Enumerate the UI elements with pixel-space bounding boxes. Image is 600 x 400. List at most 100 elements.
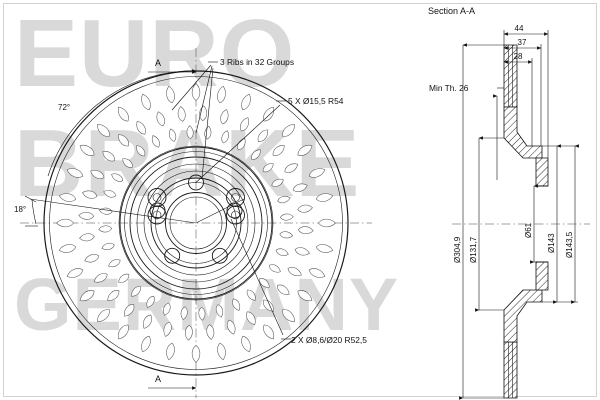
dim-outer-diameter-label: Ø304,9 xyxy=(453,236,462,263)
section-marker-bottom: A xyxy=(148,374,197,390)
sheet-border xyxy=(3,3,597,397)
cooling-vane xyxy=(308,268,326,278)
dim-flange-diameter-label: Ø143,5 xyxy=(565,231,574,258)
section-title: Section A-A xyxy=(428,6,475,16)
cooling-vane xyxy=(146,295,155,308)
dim-bore-diameter-label: Ø61 xyxy=(524,222,533,238)
cooling-vane xyxy=(163,302,171,316)
hat-transition-bottom xyxy=(503,289,543,343)
cooling-vane xyxy=(118,273,130,283)
cooling-vane xyxy=(308,168,326,178)
min-thickness-dimension: Min Th. 26 xyxy=(429,83,504,180)
cooling-vane xyxy=(279,213,294,221)
cooling-vane xyxy=(282,124,295,137)
cooling-vane xyxy=(117,324,129,340)
cooling-vane xyxy=(206,324,215,340)
cooling-vane xyxy=(315,244,334,253)
cooling-vane xyxy=(282,309,295,322)
cooling-vane xyxy=(318,218,336,228)
cooling-vane xyxy=(156,111,165,127)
cooling-vane xyxy=(168,128,177,142)
cooling-vane xyxy=(107,290,120,301)
leader-bolt-holes: 5 X Ø15,5 R54 xyxy=(195,96,344,183)
bolt-circle xyxy=(155,182,237,264)
cooling-vane xyxy=(237,138,246,151)
section-profile xyxy=(503,44,549,399)
cooling-vane xyxy=(284,163,299,173)
cooling-vane xyxy=(141,335,151,353)
cooling-vane xyxy=(215,304,224,318)
cooling-vane xyxy=(84,254,100,263)
cooling-vane xyxy=(227,319,236,335)
angle-72-arc xyxy=(47,69,197,177)
radius-line-18deg xyxy=(29,198,197,224)
cooling-vane xyxy=(240,117,249,132)
cooling-vane xyxy=(102,151,115,162)
cooling-vane xyxy=(217,342,226,361)
cooling-vane xyxy=(246,289,256,301)
section-marker-top: A xyxy=(148,58,197,74)
dim-37-label: 37 xyxy=(518,38,527,47)
cooling-vane xyxy=(117,106,129,122)
dim-28-label: 28 xyxy=(514,52,523,61)
watermark-line-1: EURO xyxy=(14,0,295,107)
leader-pilot-holes: 2 X Ø8,6/Ø20 R52,5 xyxy=(230,218,367,345)
min-thickness-label: Min Th. 26 xyxy=(429,83,469,93)
cooling-vane xyxy=(279,231,294,239)
cooling-vane xyxy=(141,93,151,111)
vane-inner-boundary xyxy=(118,145,274,301)
cooling-vane xyxy=(166,85,175,104)
cooling-vane xyxy=(131,286,141,297)
annotation-bolt-holes-label: 5 X Ø15,5 R54 xyxy=(288,96,344,106)
cooling-vane xyxy=(56,218,74,228)
cooling-vane xyxy=(136,120,146,135)
cooling-vane xyxy=(97,309,110,322)
cooling-vane xyxy=(186,125,194,140)
cooling-vane xyxy=(151,135,160,148)
cooling-vane xyxy=(221,130,229,144)
cooling-vane xyxy=(93,273,108,283)
cooling-vane xyxy=(79,144,95,156)
hat-transition-top xyxy=(503,106,543,159)
cooling-vane xyxy=(315,193,334,202)
cooling-vane xyxy=(271,178,284,187)
front-view: 72° 18° A A 3 Ribs in 32 Groups 5 X xyxy=(14,48,372,398)
cooling-vane xyxy=(111,173,124,182)
cooling-vane xyxy=(122,158,133,168)
cooling-vane xyxy=(166,342,175,361)
cooling-vane xyxy=(184,324,193,341)
cooling-vane xyxy=(287,267,302,276)
cooling-vane xyxy=(97,124,110,137)
bolt-hole xyxy=(164,247,181,264)
cooling-vane xyxy=(79,290,95,302)
angle-72-label: 72° xyxy=(58,103,70,112)
cooling-vane xyxy=(66,268,84,278)
section-diameter-dimensions: Ø304,9 Ø131,7 Ø61 Ø143 Ø143,5 xyxy=(453,43,579,400)
bolt-hole xyxy=(188,174,204,191)
cooling-vane xyxy=(118,134,129,147)
dim-44-label: 44 xyxy=(515,24,524,33)
cooling-vane xyxy=(58,193,77,202)
cooling-vane xyxy=(191,345,201,363)
cooling-vane xyxy=(177,106,186,122)
section-marker-bottom-label: A xyxy=(155,374,161,384)
cooling-vane xyxy=(143,314,152,329)
section-marker-top-label: A xyxy=(155,58,161,68)
cooling-vane xyxy=(263,324,275,340)
cooling-vane xyxy=(259,278,270,288)
radius-line-1 xyxy=(195,198,245,224)
cooling-vane xyxy=(98,225,113,233)
dim-hat-diameter-label: Ø143 xyxy=(547,233,556,253)
hat-wall-bottom xyxy=(535,261,549,291)
cooling-vane xyxy=(90,170,105,179)
friction-ring-outer-bottom xyxy=(503,341,518,399)
cooling-vane xyxy=(277,284,290,295)
cooling-vane xyxy=(297,226,314,235)
angle-18-label: 18° xyxy=(14,205,26,214)
cooling-vane xyxy=(163,321,172,337)
disc-friction-edge xyxy=(49,76,343,370)
watermark-line-3: GERMANY xyxy=(14,263,399,346)
cooling-vane xyxy=(124,304,135,317)
cooling-vane xyxy=(257,129,268,142)
